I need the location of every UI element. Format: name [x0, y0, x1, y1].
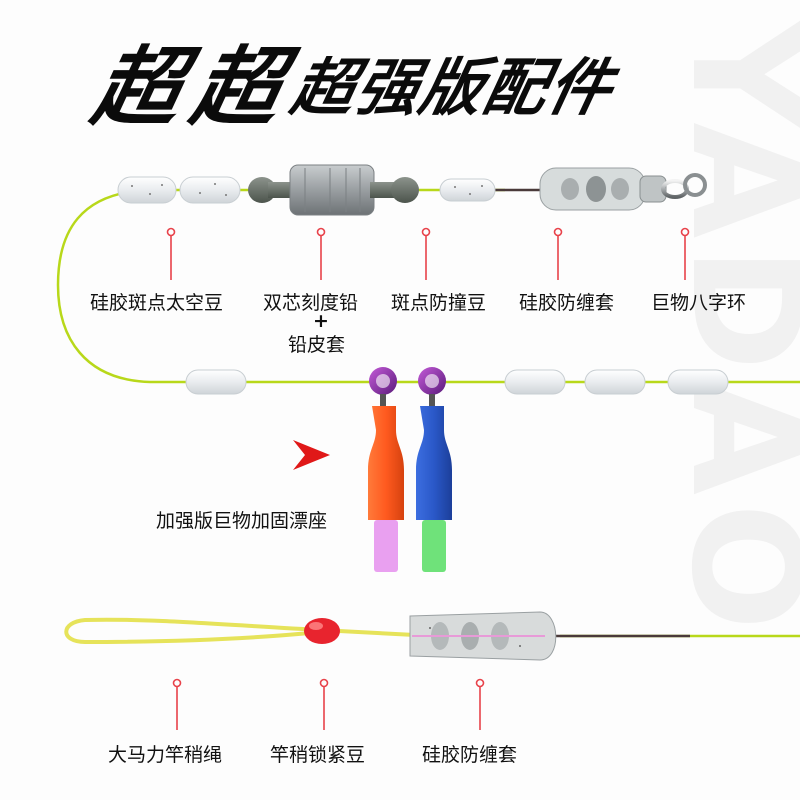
- label-silicone-spot-bean: 硅胶斑点太空豆: [90, 292, 224, 314]
- bottom-pointer-markers: [172, 678, 485, 730]
- rod-tip-lock-bean-icon: [304, 618, 340, 644]
- label-rod-tip-lock-bean: 竿稍锁紧豆: [270, 744, 366, 766]
- anti-tangle-sleeve-icon: [539, 167, 667, 211]
- label-anti-tangle-sleeve: 硅胶防缠套: [519, 292, 615, 314]
- label-big-fish-swivel: 巨物八字环: [651, 292, 747, 314]
- red-arrow-icon: [293, 440, 330, 470]
- line-beans-lower: [185, 369, 729, 395]
- main-line-loop: [56, 188, 800, 384]
- reinforced-float-seat-orange-icon: [368, 367, 404, 572]
- anti-tangle-sleeve-bottom-icon: [409, 611, 557, 661]
- label-lead-sleeve: 铅皮套: [288, 334, 346, 356]
- label-dual-core-sinker: 双芯刻度铅: [263, 292, 359, 314]
- background-watermark: YADAO: [658, 20, 800, 639]
- top-pointer-markers: [166, 227, 690, 280]
- big-fish-swivel-icon: [661, 173, 707, 199]
- label-reinforced-float-seat: 加强版巨物加固漂座: [156, 510, 328, 532]
- label-plus-sign: +: [313, 310, 329, 332]
- silicone-space-bean-icon: [117, 176, 241, 204]
- spot-bumper-bean-icon: [439, 178, 496, 202]
- label-spot-bumper-bean: 斑点防撞豆: [391, 292, 487, 314]
- reinforced-float-seat-blue-icon: [416, 367, 452, 572]
- rod-tip-rope-loop: [64, 617, 416, 645]
- label-rod-tip-rope: 大马力竿稍绳: [108, 744, 223, 766]
- label-anti-tangle-sleeve-bottom: 硅胶防缠套: [422, 744, 518, 766]
- dual-core-sinker-icon: [248, 164, 419, 216]
